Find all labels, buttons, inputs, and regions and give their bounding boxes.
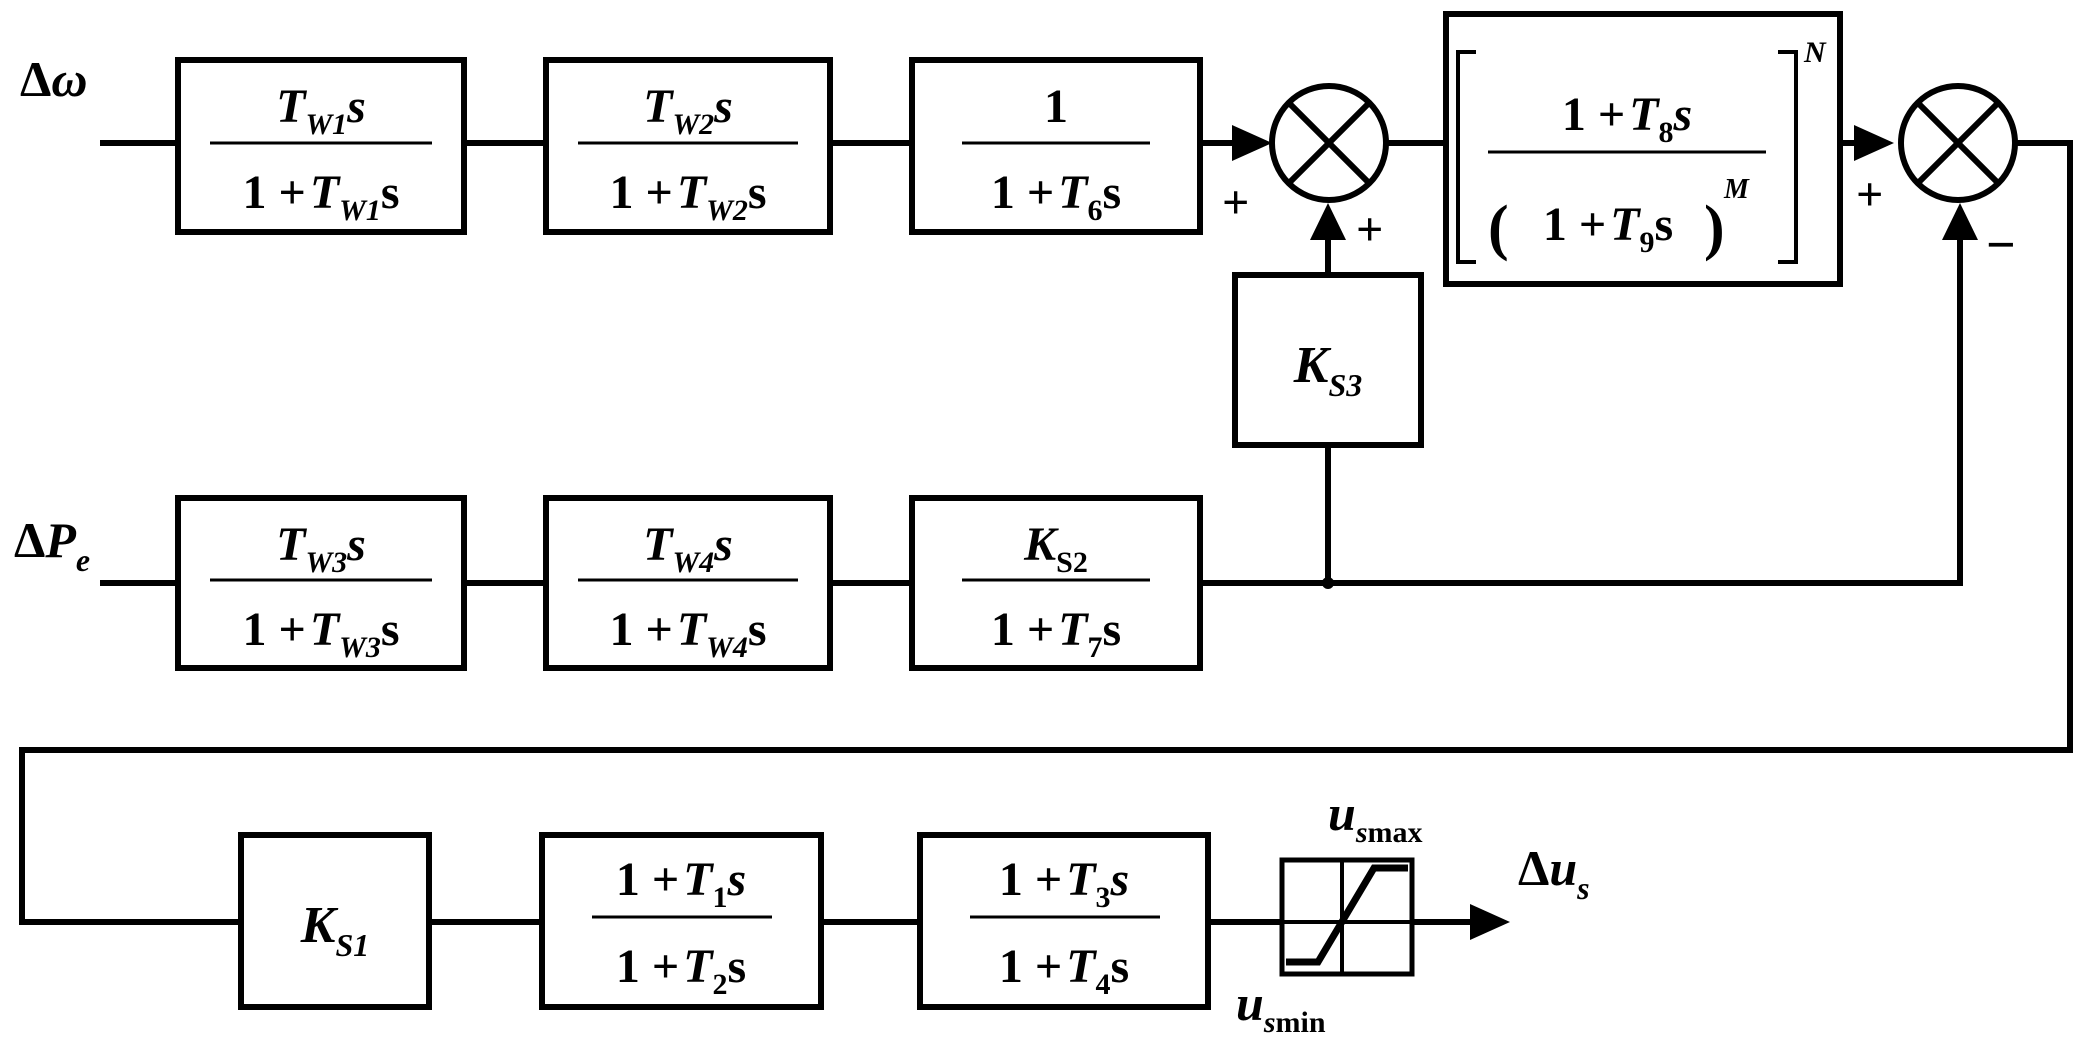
washout-2-denominator: 1 +TW2s — [609, 166, 766, 227]
summing-junction-1 — [1269, 83, 1389, 203]
arrow-to-sum1 — [1232, 125, 1272, 161]
lead-lag-1-numerator: 1 +T1s — [616, 853, 746, 914]
sum2-left-sign: + — [1856, 168, 1883, 221]
lead-lag-2-numerator: 1 +T3s — [999, 853, 1129, 914]
lag-t7-numerator: KS2 — [1023, 518, 1088, 579]
washout-block-3: TW3s 1 +TW3s — [175, 495, 467, 671]
washout-block-1: TW1s 1 +TW1s — [175, 57, 467, 235]
washout-4-numerator: TW4s — [643, 518, 733, 579]
input-omega-label: Δω — [20, 51, 88, 107]
ramp-inner-exponent: M — [1723, 174, 1750, 205]
sum2-bottom-sign: − — [1986, 217, 2016, 274]
sum1-bottom-sign: + — [1356, 203, 1383, 256]
washout-1-denominator: 1 +TW1s — [242, 166, 399, 227]
washout-4-denominator: 1 +TW4s — [609, 603, 766, 664]
ramp-denominator: 1 +T9s — [1543, 198, 1673, 259]
lag-block-t7: KS2 1 +T7s — [909, 495, 1203, 671]
limiter-block — [1279, 857, 1415, 977]
washout-3-denominator: 1 +TW3s — [242, 603, 399, 664]
arrow-ks3-to-sum1 — [1310, 203, 1346, 240]
right-bracket — [1778, 50, 1798, 264]
limiter-min-label: usmin — [1236, 975, 1326, 1039]
input-pe-label: ΔPe — [14, 512, 90, 578]
washout-2-numerator: TW2s — [643, 80, 733, 141]
lead-lag-2-denominator: 1 +T4s — [999, 940, 1129, 1001]
arrow-to-sum2 — [1854, 125, 1894, 161]
lag-block-t6: 1 1 +T6s — [909, 57, 1203, 235]
gain-ks1-label: KS1 — [300, 897, 369, 963]
ramp-outer-exponent: N — [1803, 36, 1827, 69]
gain-block-ks3: KS3 — [1232, 272, 1424, 448]
lag-t6-numerator: 1 — [1044, 80, 1068, 133]
gain-ks3-label: KS3 — [1293, 337, 1362, 403]
ramp-denominator-close-paren: ) — [1704, 194, 1725, 262]
limiter-curve — [1286, 864, 1408, 966]
limiter-max-label: usmax — [1328, 785, 1423, 849]
washout-block-4: TW4s 1 +TW4s — [543, 495, 833, 671]
ramp-tracking-filter-block: N 1 +T8s ( 1 +T9s ) M — [1443, 11, 1843, 287]
washout-3-numerator: TW3s — [276, 518, 366, 579]
ramp-numerator: 1 +T8s — [1562, 88, 1692, 149]
junction-dot — [1322, 577, 1334, 589]
lead-lag-1-denominator: 1 +T2s — [616, 940, 746, 1001]
lead-lag-block-1: 1 +T1s 1 +T2s — [539, 832, 824, 1010]
wire-lag7-sum2 — [1200, 240, 1963, 586]
washout-1-numerator: TW1s — [276, 80, 366, 141]
ramp-denominator-open-paren: ( — [1488, 194, 1509, 262]
wire-sum2-loop — [19, 140, 2073, 925]
lag-t6-denominator: 1 +T6s — [991, 166, 1121, 227]
arrow-to-sum2-bottom — [1942, 203, 1978, 240]
left-bracket — [1456, 50, 1476, 264]
washout-block-2: TW2s 1 +TW2s — [543, 57, 833, 235]
arrow-output — [1470, 904, 1510, 940]
lead-lag-block-2: 1 +T3s 1 +T4s — [917, 832, 1211, 1010]
sum1-left-sign: + — [1222, 176, 1249, 229]
summing-junction-2 — [1898, 83, 2018, 203]
lag-t7-denominator: 1 +T7s — [991, 603, 1121, 664]
output-us-label: Δus — [1518, 840, 1590, 906]
gain-block-ks1: KS1 — [238, 832, 432, 1010]
